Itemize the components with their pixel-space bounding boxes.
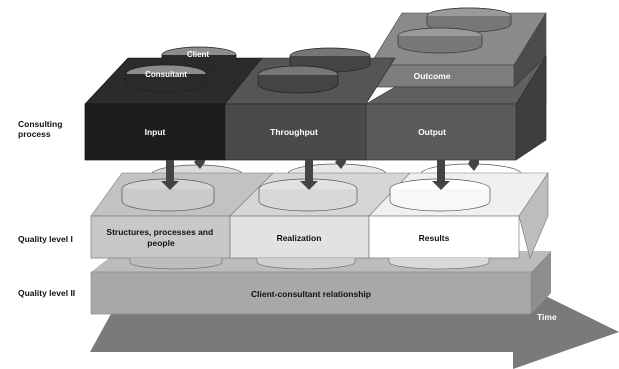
time-label: Time: [537, 312, 557, 322]
input-label: Input: [145, 127, 166, 137]
consultant-disc-label: Consultant: [145, 70, 187, 79]
arrow-output: [432, 160, 450, 190]
throughput-label: Throughput: [270, 127, 318, 137]
output-label: Output: [418, 127, 446, 137]
input-block: Input: [84, 103, 226, 161]
arrow-input: [161, 160, 179, 190]
results-label: Results: [419, 233, 450, 243]
outcome-block: Outcome: [369, 64, 515, 88]
results-block: Results: [368, 215, 520, 259]
throughput-block: Throughput: [224, 103, 367, 161]
client-disc-label: Client: [187, 50, 210, 59]
quality-level-2-label: Quality level II: [18, 288, 76, 298]
output-block: Output: [365, 103, 517, 161]
throughput-discs: [257, 47, 371, 94]
arrow-input-back: [194, 160, 205, 169]
down-arrows: [161, 160, 479, 190]
outcome-label: Outcome: [414, 71, 451, 81]
arrow-output-back: [468, 160, 479, 171]
level1-under-discs: [129, 258, 490, 270]
consulting-process-label: Consulting process: [18, 119, 63, 139]
structures-block: Structures, processes and people: [90, 215, 231, 259]
time-arrow: Time: [90, 280, 619, 369]
structures-label: Structures, processes and people: [106, 227, 215, 248]
quality-level-1-label: Quality level I: [18, 234, 73, 244]
realization-label: Realization: [277, 233, 322, 243]
realization-block: Realization: [229, 215, 370, 259]
arrow-throughput-back: [335, 160, 346, 169]
relationship-label: Client-consultant relationship: [251, 289, 371, 299]
input-discs: Client Consultant: [125, 46, 237, 93]
arrow-throughput: [300, 160, 318, 190]
